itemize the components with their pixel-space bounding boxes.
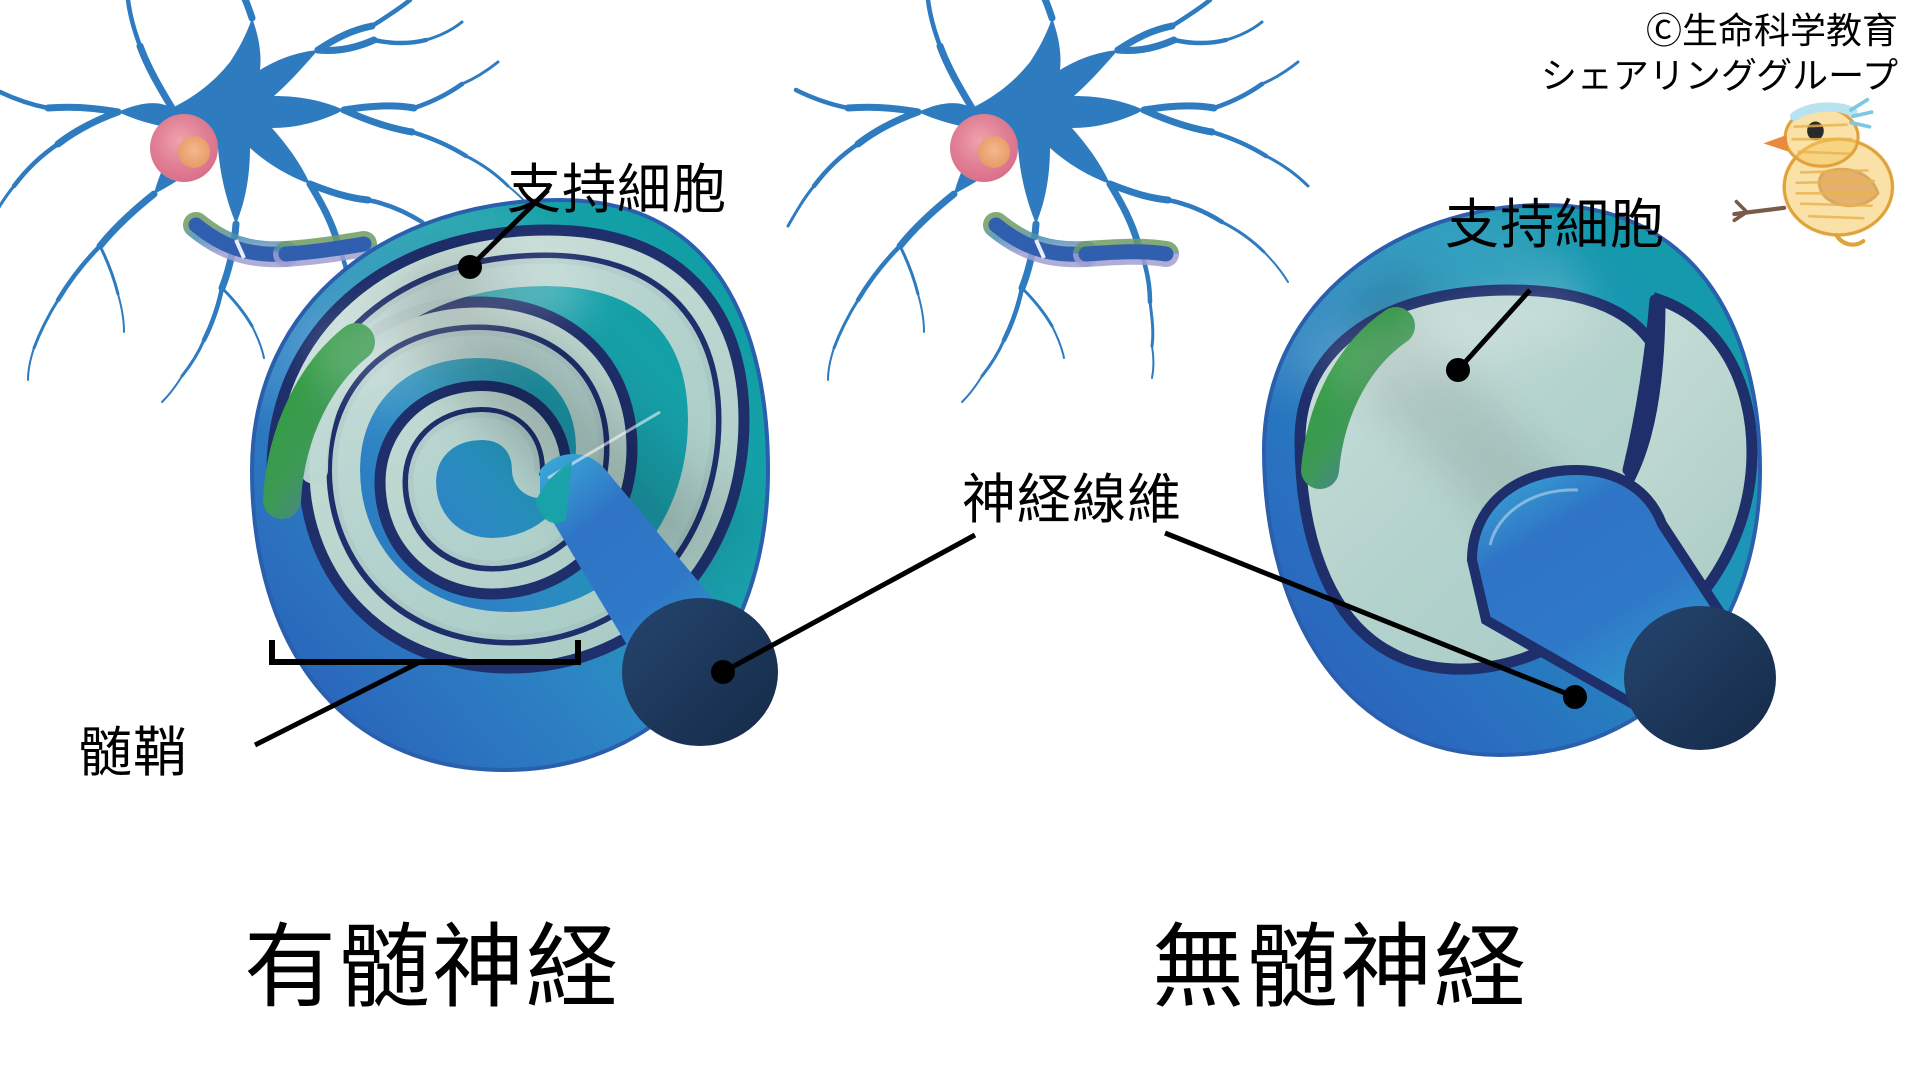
right-nucleus [950,114,1018,182]
title-myelinated-nerve: 有髄神経 [244,917,621,1019]
label-myelin-sheath: 髄鞘 [78,723,188,783]
credit-line-2: シェアリンググループ [1540,55,1898,96]
left-nucleus [150,114,218,182]
right-neuron-dendrites [786,0,1310,403]
right-axon-stem [983,212,1179,268]
leader-lines [253,188,1587,748]
copyright-credit: Ⓒ生命科学教育 シェアリンググループ [1541,8,1898,98]
title-unmyelinated-nerve: 無髄神経 [1152,917,1529,1019]
label-supporting-cell-right: 支持細胞 [1445,195,1665,255]
left-axon-cylinder [536,410,778,746]
left-axon-stem [183,212,377,268]
right-unmyelinated-figure [1261,202,1776,758]
credit-line-1: Ⓒ生命科学教育 [1645,10,1898,51]
label-supporting-cell-left: 支持細胞 [507,160,727,220]
chick-icon [1732,97,1895,247]
label-nerve-fiber: 神経線維 [962,470,1182,530]
right-axon-cylinder [1466,464,1776,750]
